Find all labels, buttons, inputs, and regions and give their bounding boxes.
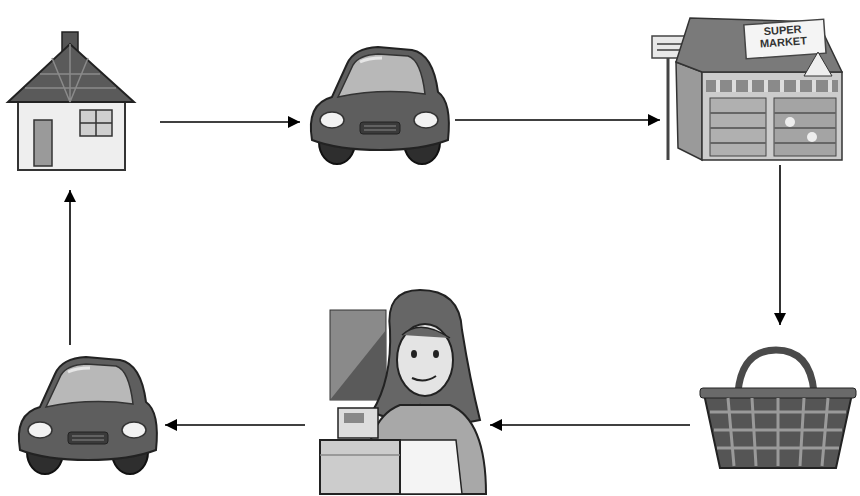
flow-arrow (490, 424, 690, 426)
roof-sign (744, 19, 826, 58)
basket-body (704, 394, 852, 468)
hair (372, 290, 480, 423)
shelves (710, 113, 766, 143)
pole-sign-marks (657, 44, 683, 50)
awning-stripes (718, 80, 830, 92)
basket-rim (700, 388, 856, 398)
apron (392, 440, 462, 494)
picture-node (690, 325, 850, 475)
shop-window (774, 98, 836, 156)
cash-register (338, 408, 378, 438)
window-frame (80, 110, 112, 136)
counter (320, 440, 400, 494)
house-window (80, 110, 112, 136)
picture-node (305, 285, 490, 494)
supermarket-illustration (652, 18, 842, 160)
car-illustration (311, 47, 449, 164)
face (397, 324, 453, 396)
basket-illustration (700, 350, 856, 468)
picture-node: SUPER MARKET (660, 5, 850, 165)
house-door (34, 120, 52, 166)
sign-pole (667, 45, 670, 160)
register-screen (344, 413, 364, 423)
flow-arrow (165, 424, 305, 426)
house-roof (8, 44, 134, 102)
roof-sign-board (744, 19, 826, 58)
panel-shadow (330, 330, 386, 400)
counter-edge (320, 454, 400, 456)
background-panel (330, 310, 386, 400)
picture-node (10, 345, 165, 475)
flow-arrow (160, 121, 300, 123)
picture-node (300, 40, 455, 170)
building-side (676, 62, 702, 160)
house-illustration (8, 32, 134, 170)
car-illustration (19, 357, 157, 474)
building-front (702, 72, 842, 160)
warning-sign (804, 52, 832, 76)
house-wall (18, 95, 125, 170)
cashier-illustration (320, 290, 486, 494)
roof-tiles (25, 44, 116, 102)
fringe (402, 327, 450, 338)
shop-window (710, 98, 766, 156)
flow-arrow (455, 119, 660, 121)
basket-mesh (728, 398, 828, 466)
picture-node (10, 30, 160, 190)
goods (785, 117, 795, 127)
eye (433, 350, 439, 358)
basket-handle (738, 350, 814, 392)
goods (807, 132, 817, 142)
flow-arrow (779, 165, 781, 325)
sign-text: SUPER MARKET (747, 23, 818, 51)
mouth (412, 376, 436, 381)
shelves (774, 113, 836, 143)
eye (411, 350, 417, 358)
flow-arrow (69, 190, 71, 345)
awning (706, 80, 838, 92)
